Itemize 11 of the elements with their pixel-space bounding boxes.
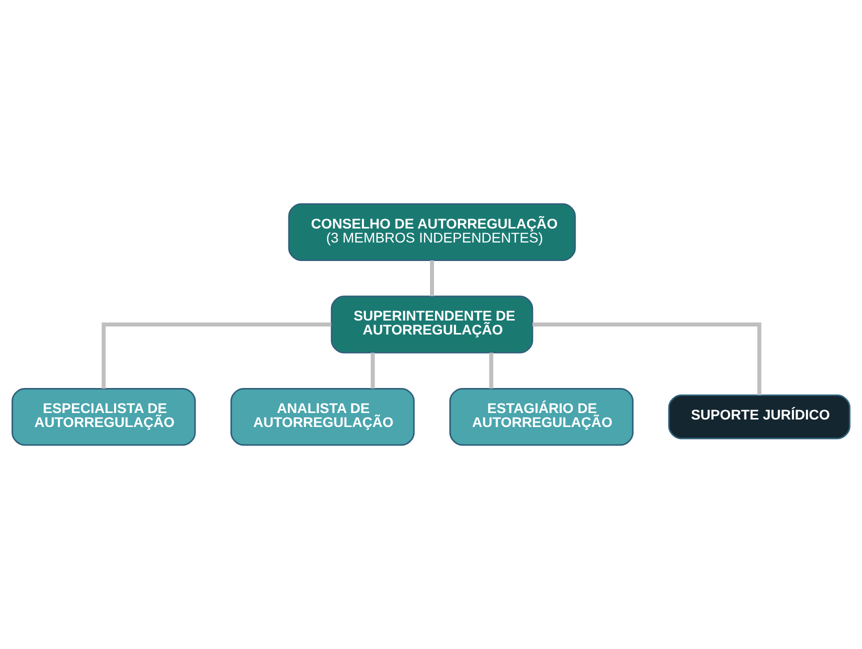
connector: [430, 260, 434, 296]
node-box: SUPERINTENDENTE DE AUTORREGULAÇÃO: [330, 296, 534, 354]
connector: [489, 352, 494, 388]
node-box: ANALISTA DE AUTORREGULAÇÃO: [230, 388, 415, 446]
node-box: CONSELHO DE AUTORREGULAÇÃO (3 MEMBROS INDEPENDENTES): [288, 203, 576, 261]
connector: [370, 352, 375, 388]
node-box: ESTAGIÁRIO DE AUTORREGULAÇÃO: [449, 388, 634, 446]
connector: [102, 322, 332, 389]
node-box: ESPECIALISTA DE AUTORREGULAÇÃO: [12, 388, 196, 446]
node-box: SUPORTE JURÍDICO: [668, 394, 850, 440]
connector: [532, 322, 762, 395]
